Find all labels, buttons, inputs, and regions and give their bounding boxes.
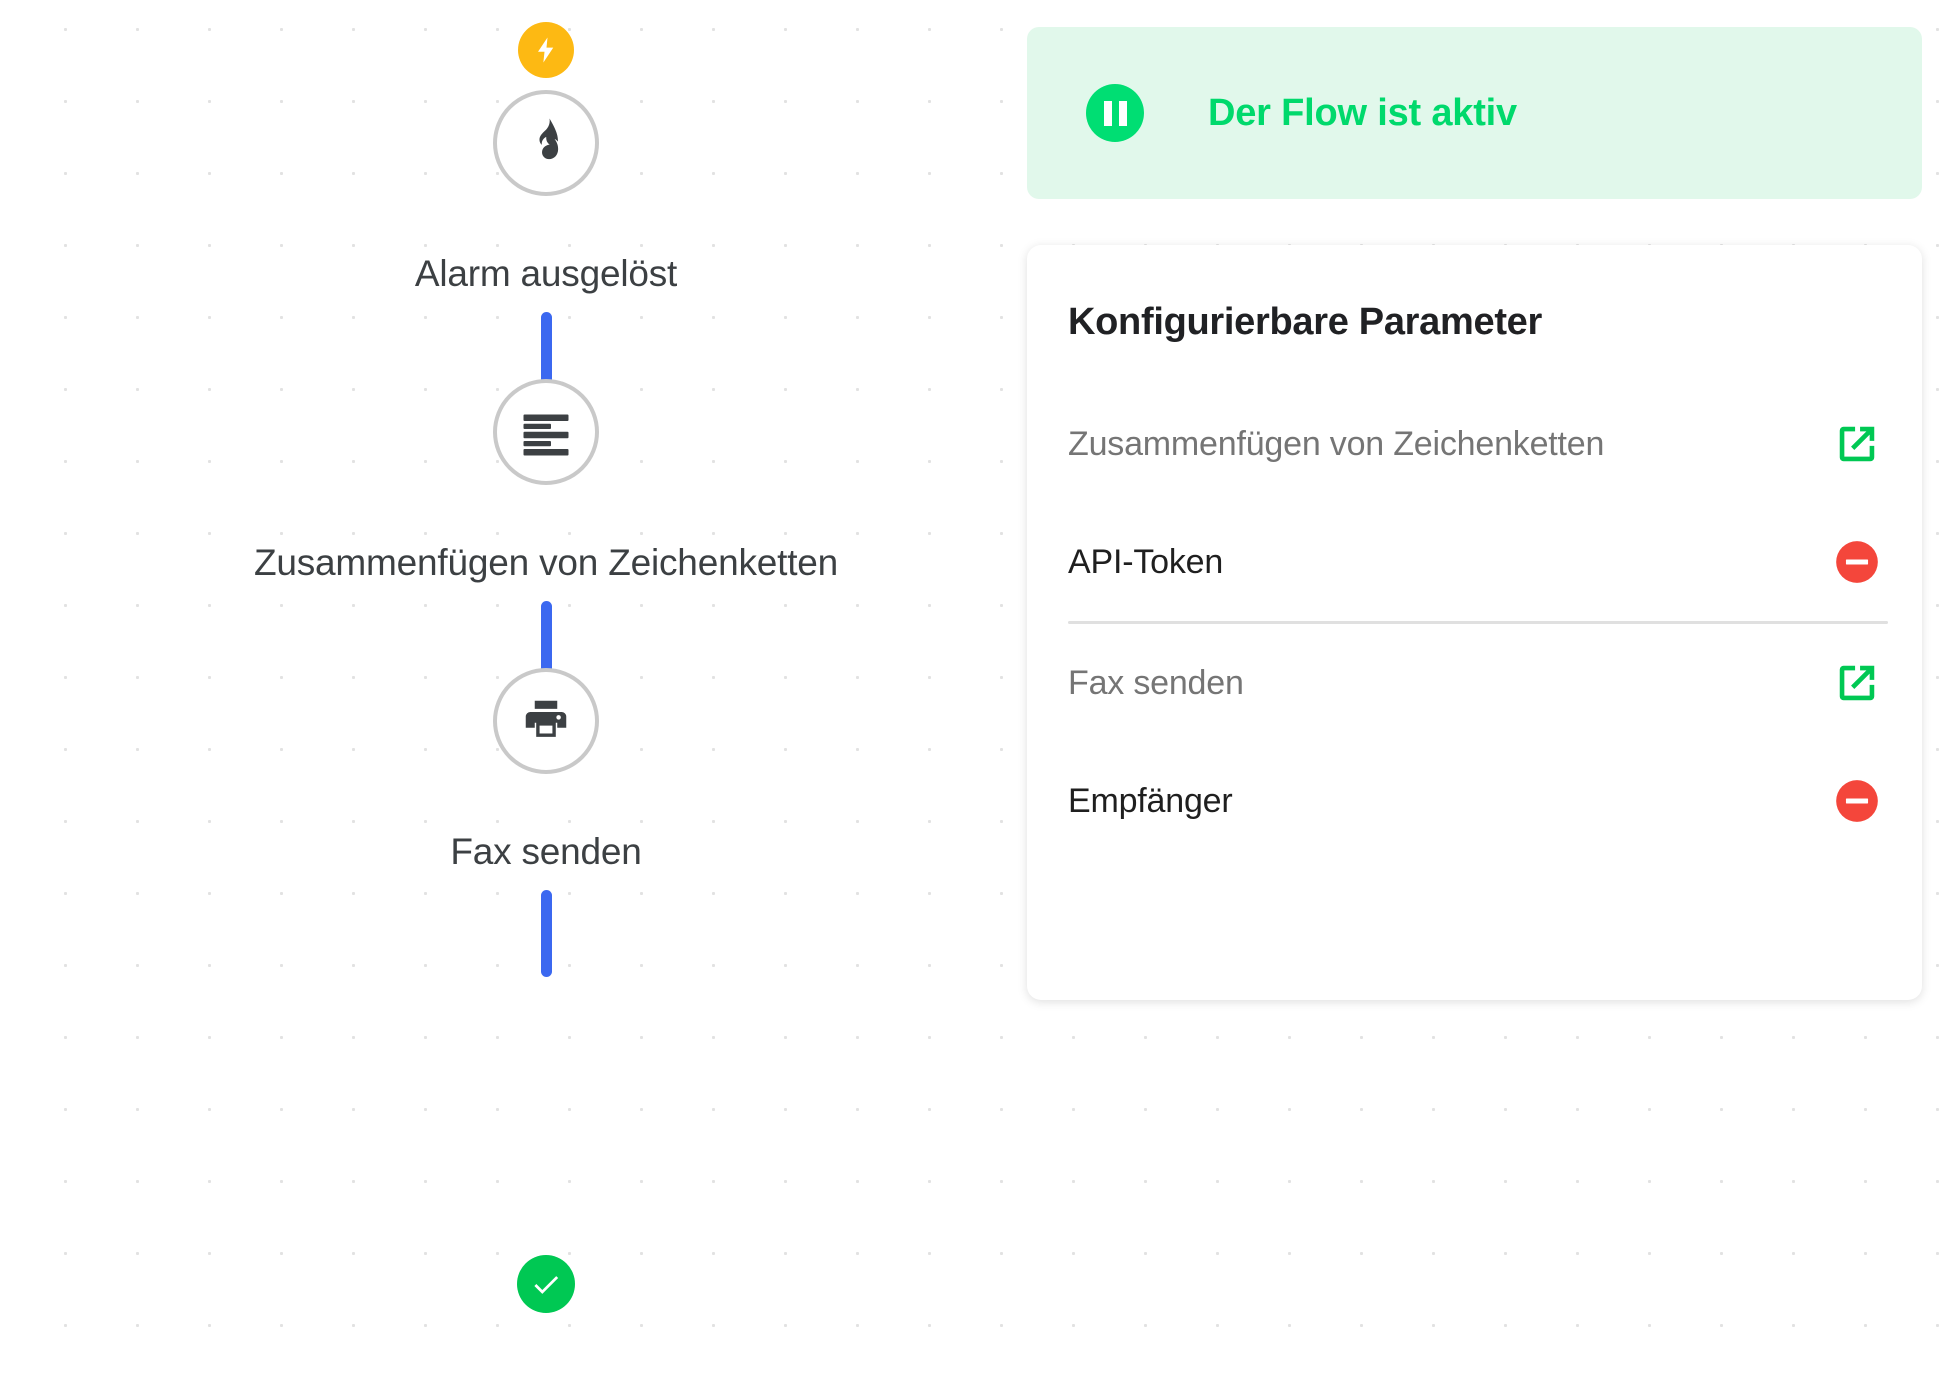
param-label: API-Token [1068,543,1224,581]
remove-circle-icon[interactable] [1826,531,1888,593]
param-row[interactable]: API-Token [1068,503,1896,621]
flow-connector-3 [540,890,552,977]
flow-node-label-2: Zusammenfügen von Zeichenketten [253,542,839,583]
pause-bars [1103,100,1127,126]
param-label: Fax senden [1068,664,1244,702]
remove-circle-icon[interactable] [1826,770,1888,832]
side-panel: Der Flow ist aktiv Konfigurierbare Param… [1027,0,1922,1389]
pause-icon[interactable] [1086,84,1144,142]
flow-node-label-1: Alarm ausgelöst [414,253,678,294]
flame-icon [539,118,559,160]
flow-node-send-fax[interactable] [493,668,599,774]
check-circle-icon [517,1255,575,1313]
flow-status-text: Der Flow ist aktiv [1208,91,1517,134]
params-divider [1068,621,1888,624]
flow-diagram: Alarm ausgelöst Zusammenfügen von Zeiche… [254,22,838,1313]
param-row[interactable]: Zusammenfügen von Zeichenketten [1068,385,1896,503]
open-in-new-icon[interactable] [1826,652,1888,714]
flow-connector-2 [540,601,552,688]
flow-node-alarm-triggered[interactable] [493,90,599,196]
params-list: Zusammenfügen von Zeichenketten API-Toke… [1068,385,1896,860]
flow-status-banner: Der Flow ist aktiv [1027,27,1922,199]
align-left-icon [523,414,569,456]
param-label: Zusammenfügen von Zeichenketten [1068,425,1605,463]
flow-node-concat-strings[interactable] [493,379,599,485]
param-row[interactable]: Fax senden [1068,624,1896,742]
flow-connector-1 [540,312,552,399]
lightning-bolt-icon [518,22,574,78]
open-in-new-icon[interactable] [1826,413,1888,475]
params-card-title: Konfigurierbare Parameter [1068,301,1542,343]
flow-node-label-3: Fax senden [450,831,642,872]
param-row[interactable]: Empfänger [1068,742,1896,860]
param-label: Empfänger [1068,782,1233,820]
configurable-parameters-card: Konfigurierbare Parameter Zusammenfügen … [1027,245,1922,1000]
printer-icon [525,700,567,737]
